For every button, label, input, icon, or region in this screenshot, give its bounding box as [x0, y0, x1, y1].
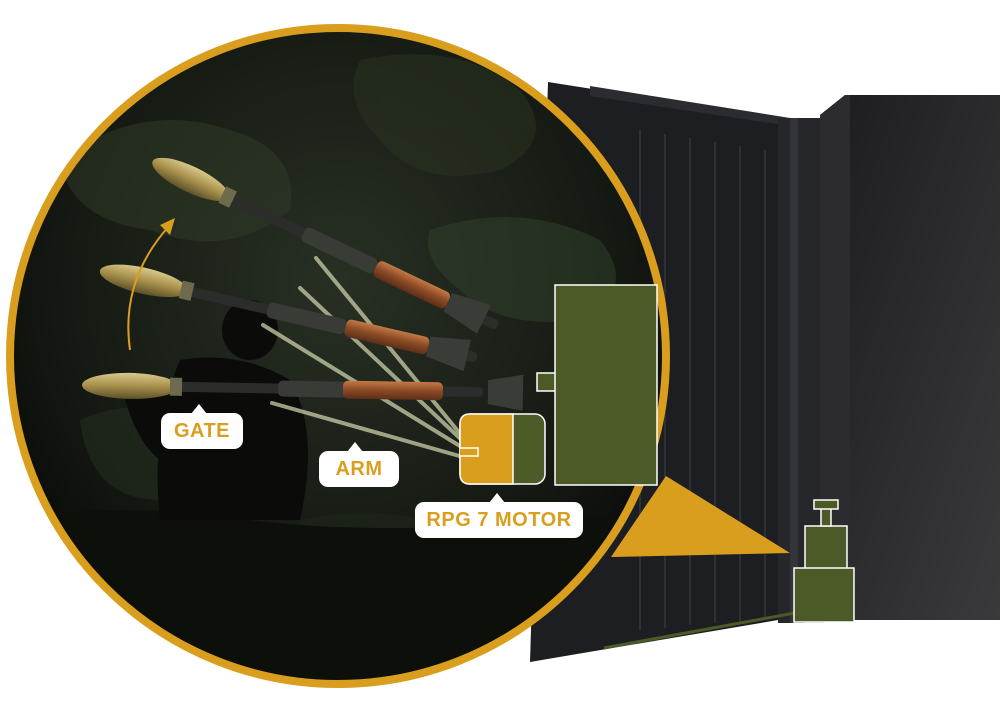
motor-housing: [554, 284, 658, 486]
zoom-circle-border: [6, 24, 670, 688]
gate-top-rail: [590, 86, 790, 126]
motor-label: RPG 7 MOTOR: [415, 493, 583, 538]
arm-label-pointer: [347, 442, 363, 452]
motor-unit-arm-half: [459, 413, 514, 485]
motor-small: [793, 499, 855, 623]
motor-label-pointer: [489, 493, 505, 503]
arm-label: ARM: [319, 442, 399, 487]
wall-pillar: [820, 95, 1000, 620]
gate-label-pointer: [191, 404, 207, 414]
gate-rail-track: [603, 610, 801, 650]
arm-label-text: ARM: [335, 457, 383, 480]
curved-arrow-icon: [127, 218, 175, 351]
rpg-launcher-middle: [99, 264, 478, 372]
rpg-launcher-icon: [81, 157, 524, 411]
arm-lines: [261, 256, 472, 461]
rpg-launcher-top: [152, 157, 499, 334]
gate-label: GATE: [161, 404, 243, 449]
motor-connector: [536, 372, 558, 392]
callout-wedge: [611, 476, 790, 557]
motor-label-text: RPG 7 MOTOR: [426, 508, 572, 531]
rpg-launcher-bottom: [81, 372, 524, 411]
gate-label-text: GATE: [173, 419, 231, 442]
motor-diagram: [459, 284, 658, 486]
